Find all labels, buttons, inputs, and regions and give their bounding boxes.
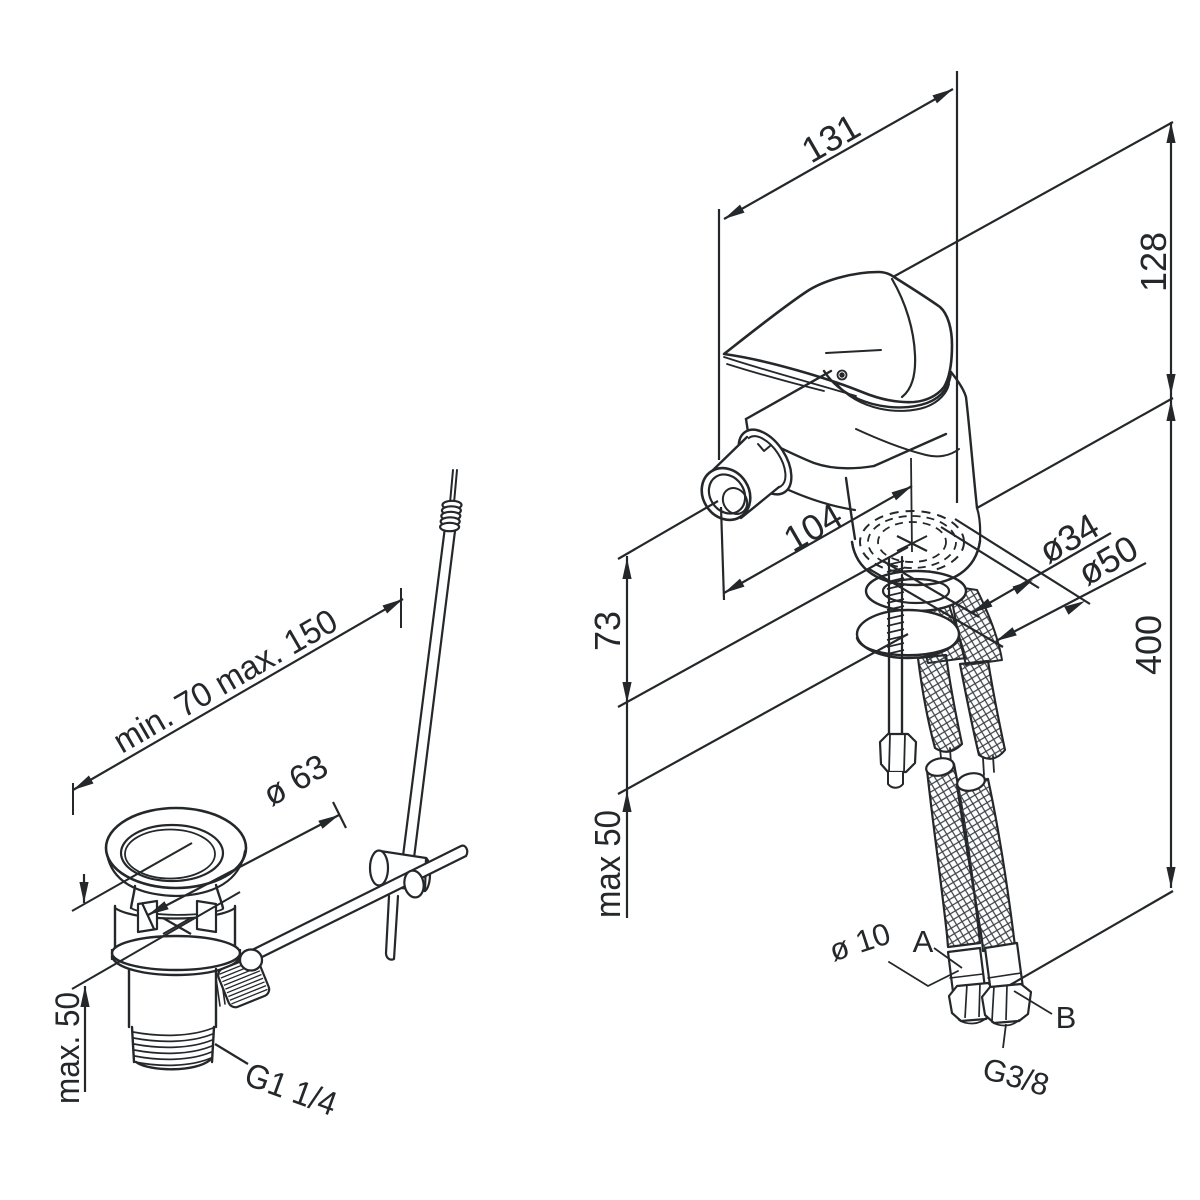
svg-text:73: 73 xyxy=(587,611,628,651)
svg-text:128: 128 xyxy=(1133,232,1174,292)
svg-text:B: B xyxy=(1056,1000,1077,1035)
svg-text:A: A xyxy=(913,924,934,959)
svg-text:max. 50: max. 50 xyxy=(49,992,87,1104)
svg-text:400: 400 xyxy=(1128,615,1169,675)
svg-text:max 50: max 50 xyxy=(587,810,628,918)
